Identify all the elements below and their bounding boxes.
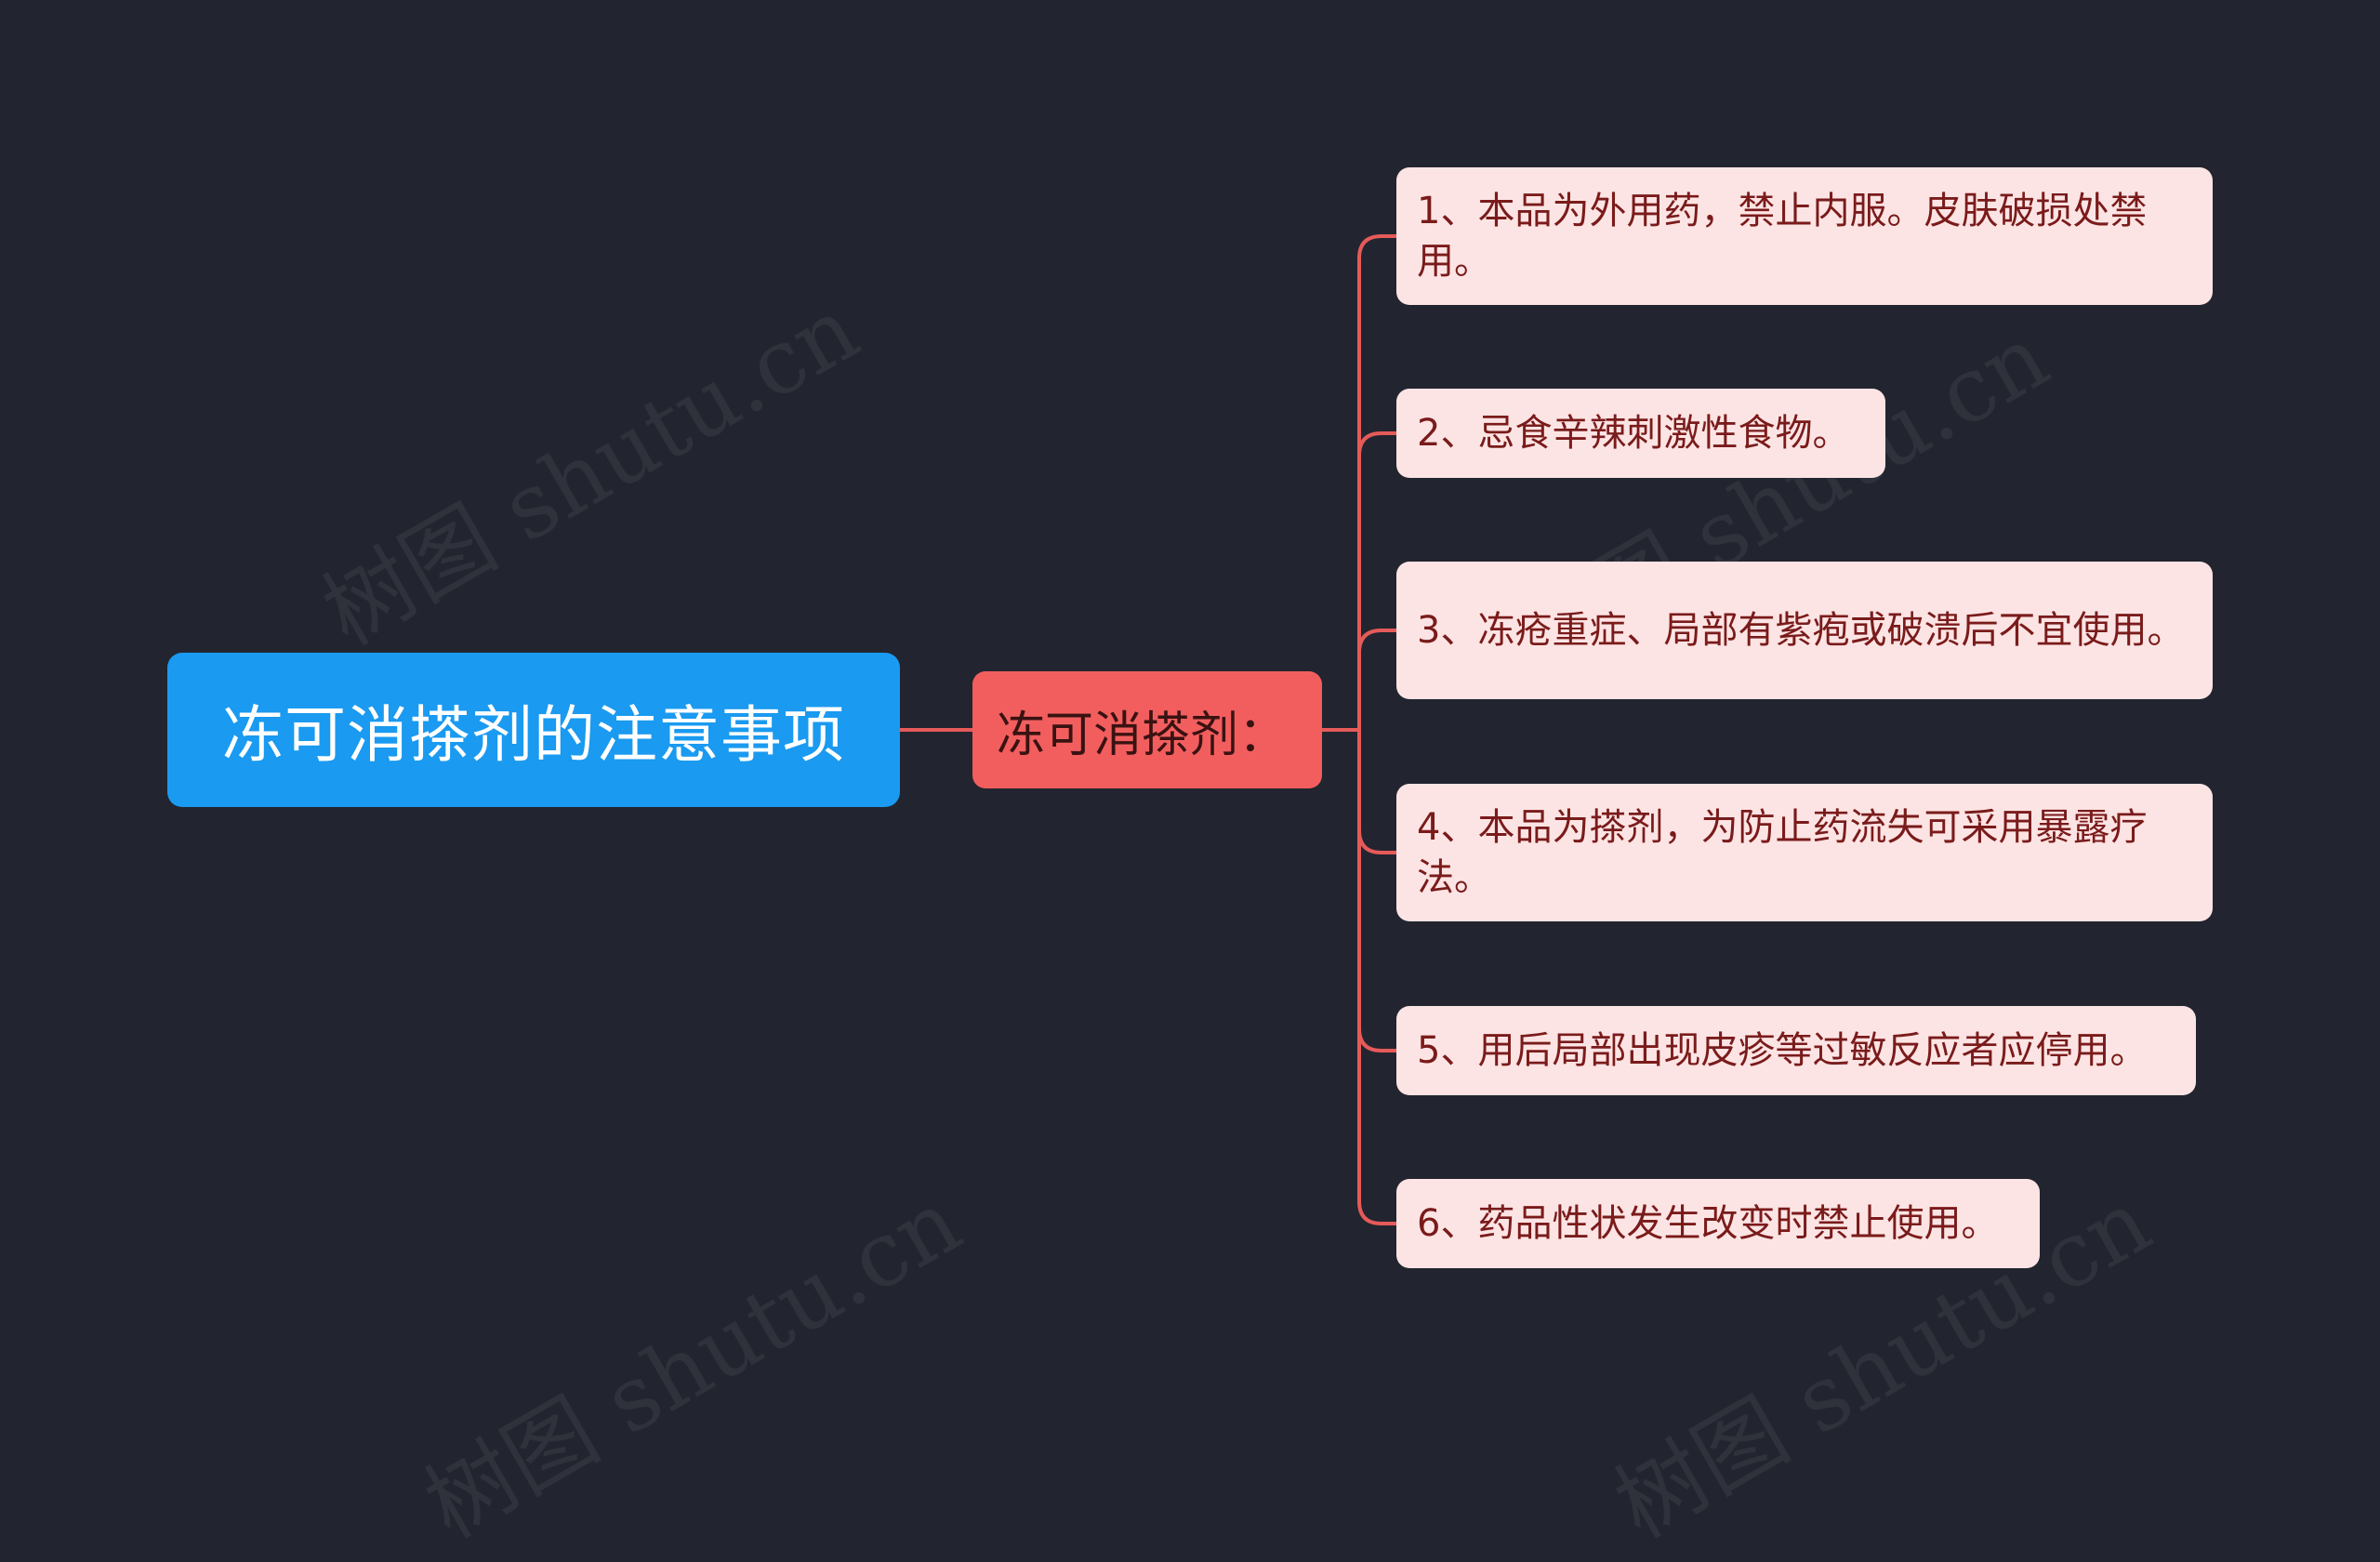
branch-topic[interactable]: 冻可消搽剂： [972,671,1322,788]
subtopic-label: 4、本品为搽剂，为防止药流失可采用暴露疗法。 [1417,806,2148,899]
leaf-connector [1357,1200,1396,1225]
leaf-connector [1357,629,1396,654]
subtopic-label: 1、本品为外用药，禁止内服。皮肤破损处禁用。 [1417,190,2148,283]
leaf-connector [1357,829,1396,854]
subtopic-item[interactable]: 2、忌食辛辣刺激性食物。 [1396,389,1885,478]
subtopic-label: 2、忌食辛辣刺激性食物。 [1417,412,1850,455]
subtopic-item[interactable]: 5、用后局部出现皮疹等过敏反应者应停用。 [1396,1006,2196,1095]
subtopic-label: 6、药品性状发生改变时禁止使用。 [1417,1202,1999,1245]
leaf-connector [1357,1027,1396,1052]
subtopic-item[interactable]: 3、冻疮重症、局部有紫疱或破溃后不宜使用。 [1396,562,2213,699]
mindmap-connectors [900,234,1396,1225]
leaf-connector [1357,431,1396,457]
root-topic-label: 冻可消搽剂的注意事项 [222,699,845,771]
root-topic[interactable]: 冻可消搽剂的注意事项 [167,653,900,807]
subtopic-label: 5、用后局部出现皮疹等过敏反应者应停用。 [1417,1029,2148,1072]
subtopic-label: 3、冻疮重症、局部有紫疱或破溃后不宜使用。 [1417,609,2185,652]
leaf-connectors [1357,234,1396,1225]
subtopic-item[interactable]: 4、本品为搽剂，为防止药流失可采用暴露疗法。 [1396,784,2213,921]
subtopic-item[interactable]: 6、药品性状发生改变时禁止使用。 [1396,1179,2040,1268]
branch-topic-label: 冻可消搽剂： [997,707,1288,763]
leaf-connector [1357,234,1396,259]
subtopic-item[interactable]: 1、本品为外用药，禁止内服。皮肤破损处禁用。 [1396,167,2213,305]
